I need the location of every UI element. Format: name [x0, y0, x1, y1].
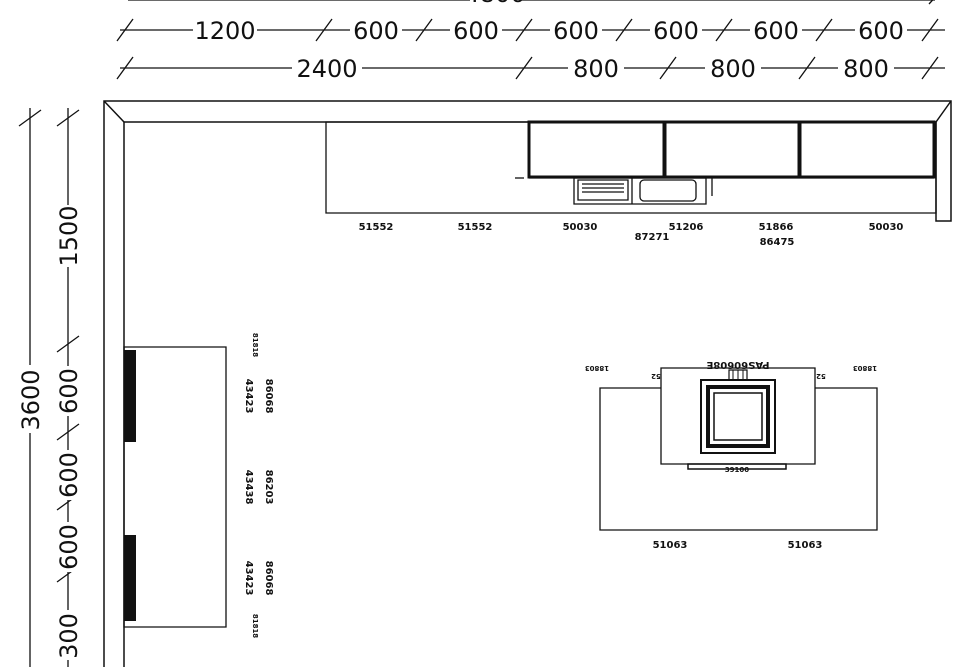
code-back-5: 51866	[759, 222, 794, 233]
left-wall-appliances	[124, 350, 136, 621]
dim-top-600-b: 600	[453, 17, 499, 45]
dim-top-600-c: 600	[553, 17, 599, 45]
dim-top-800-a: 800	[573, 55, 619, 83]
dim-top-600-f: 600	[858, 17, 904, 45]
dim-left-overall: 3600	[17, 369, 45, 430]
island-labels: 39100 PAS60608E 18803 18803 52 52 51063 …	[585, 359, 877, 551]
dim-left-300: 300	[55, 613, 83, 659]
code-back-6: 50030	[869, 222, 904, 233]
code-back-3: 50030	[563, 222, 598, 233]
code-left-b1: 86068	[263, 379, 274, 414]
dim-top-600-e: 600	[753, 17, 799, 45]
code-left-b2: 86203	[263, 470, 274, 505]
subcode-back-2: 86475	[760, 237, 795, 248]
cooktop-icon	[688, 370, 786, 469]
code-left-a2: 43438	[243, 470, 254, 505]
island-under-hob: 39100	[725, 466, 749, 474]
code-left-b3: 86068	[263, 561, 274, 596]
back-wall-codes: 51552 51552 50030 51206 51866 50030 8727…	[359, 222, 904, 248]
island-appliance-label: PAS60608E	[706, 359, 769, 370]
top-dimension-chain	[117, 0, 945, 79]
left-dimension-labels: 3600 1500 600 600 600 300	[17, 205, 83, 660]
dim-top-800-c: 800	[843, 55, 889, 83]
dim-top-1200: 1200	[194, 17, 255, 45]
island-side-left: 18803	[585, 364, 609, 372]
sink-icon	[574, 178, 712, 204]
dim-top-600-d: 600	[653, 17, 699, 45]
code-left-small-top: 81818	[251, 333, 259, 357]
dim-left-600-b: 600	[55, 452, 83, 498]
island-code-2: 51063	[788, 540, 823, 551]
left-wall-codes: 43423 86068 43438 86203 43423 86068 8181…	[243, 333, 274, 638]
left-wall-units	[124, 347, 226, 627]
room-walls	[104, 101, 951, 667]
top-dimension-labels: 4800 1200 600 600 600 600 600 600 2400 8…	[193, 0, 907, 83]
code-left-a1: 43423	[243, 379, 254, 414]
dim-top-800-b: 800	[710, 55, 756, 83]
dim-top-overall: 4800	[464, 0, 525, 8]
island-side-right: 18803	[853, 364, 877, 372]
back-wall-base-units	[326, 122, 936, 213]
code-left-a3: 43423	[243, 561, 254, 596]
code-back-2: 51552	[458, 222, 493, 233]
dim-left-1500: 1500	[55, 205, 83, 266]
dim-top-600-a: 600	[353, 17, 399, 45]
dim-left-600-c: 600	[55, 524, 83, 570]
code-left-small-bottom: 81818	[251, 614, 259, 638]
subcode-back-1: 87271	[635, 232, 670, 243]
dim-left-600-a: 600	[55, 368, 83, 414]
island-code-1: 51063	[653, 540, 688, 551]
code-back-4: 51206	[669, 222, 704, 233]
island-small-left: 52	[651, 372, 661, 380]
dim-top-2400: 2400	[296, 55, 357, 83]
island-small-right: 52	[816, 372, 826, 380]
code-back-1: 51552	[359, 222, 394, 233]
